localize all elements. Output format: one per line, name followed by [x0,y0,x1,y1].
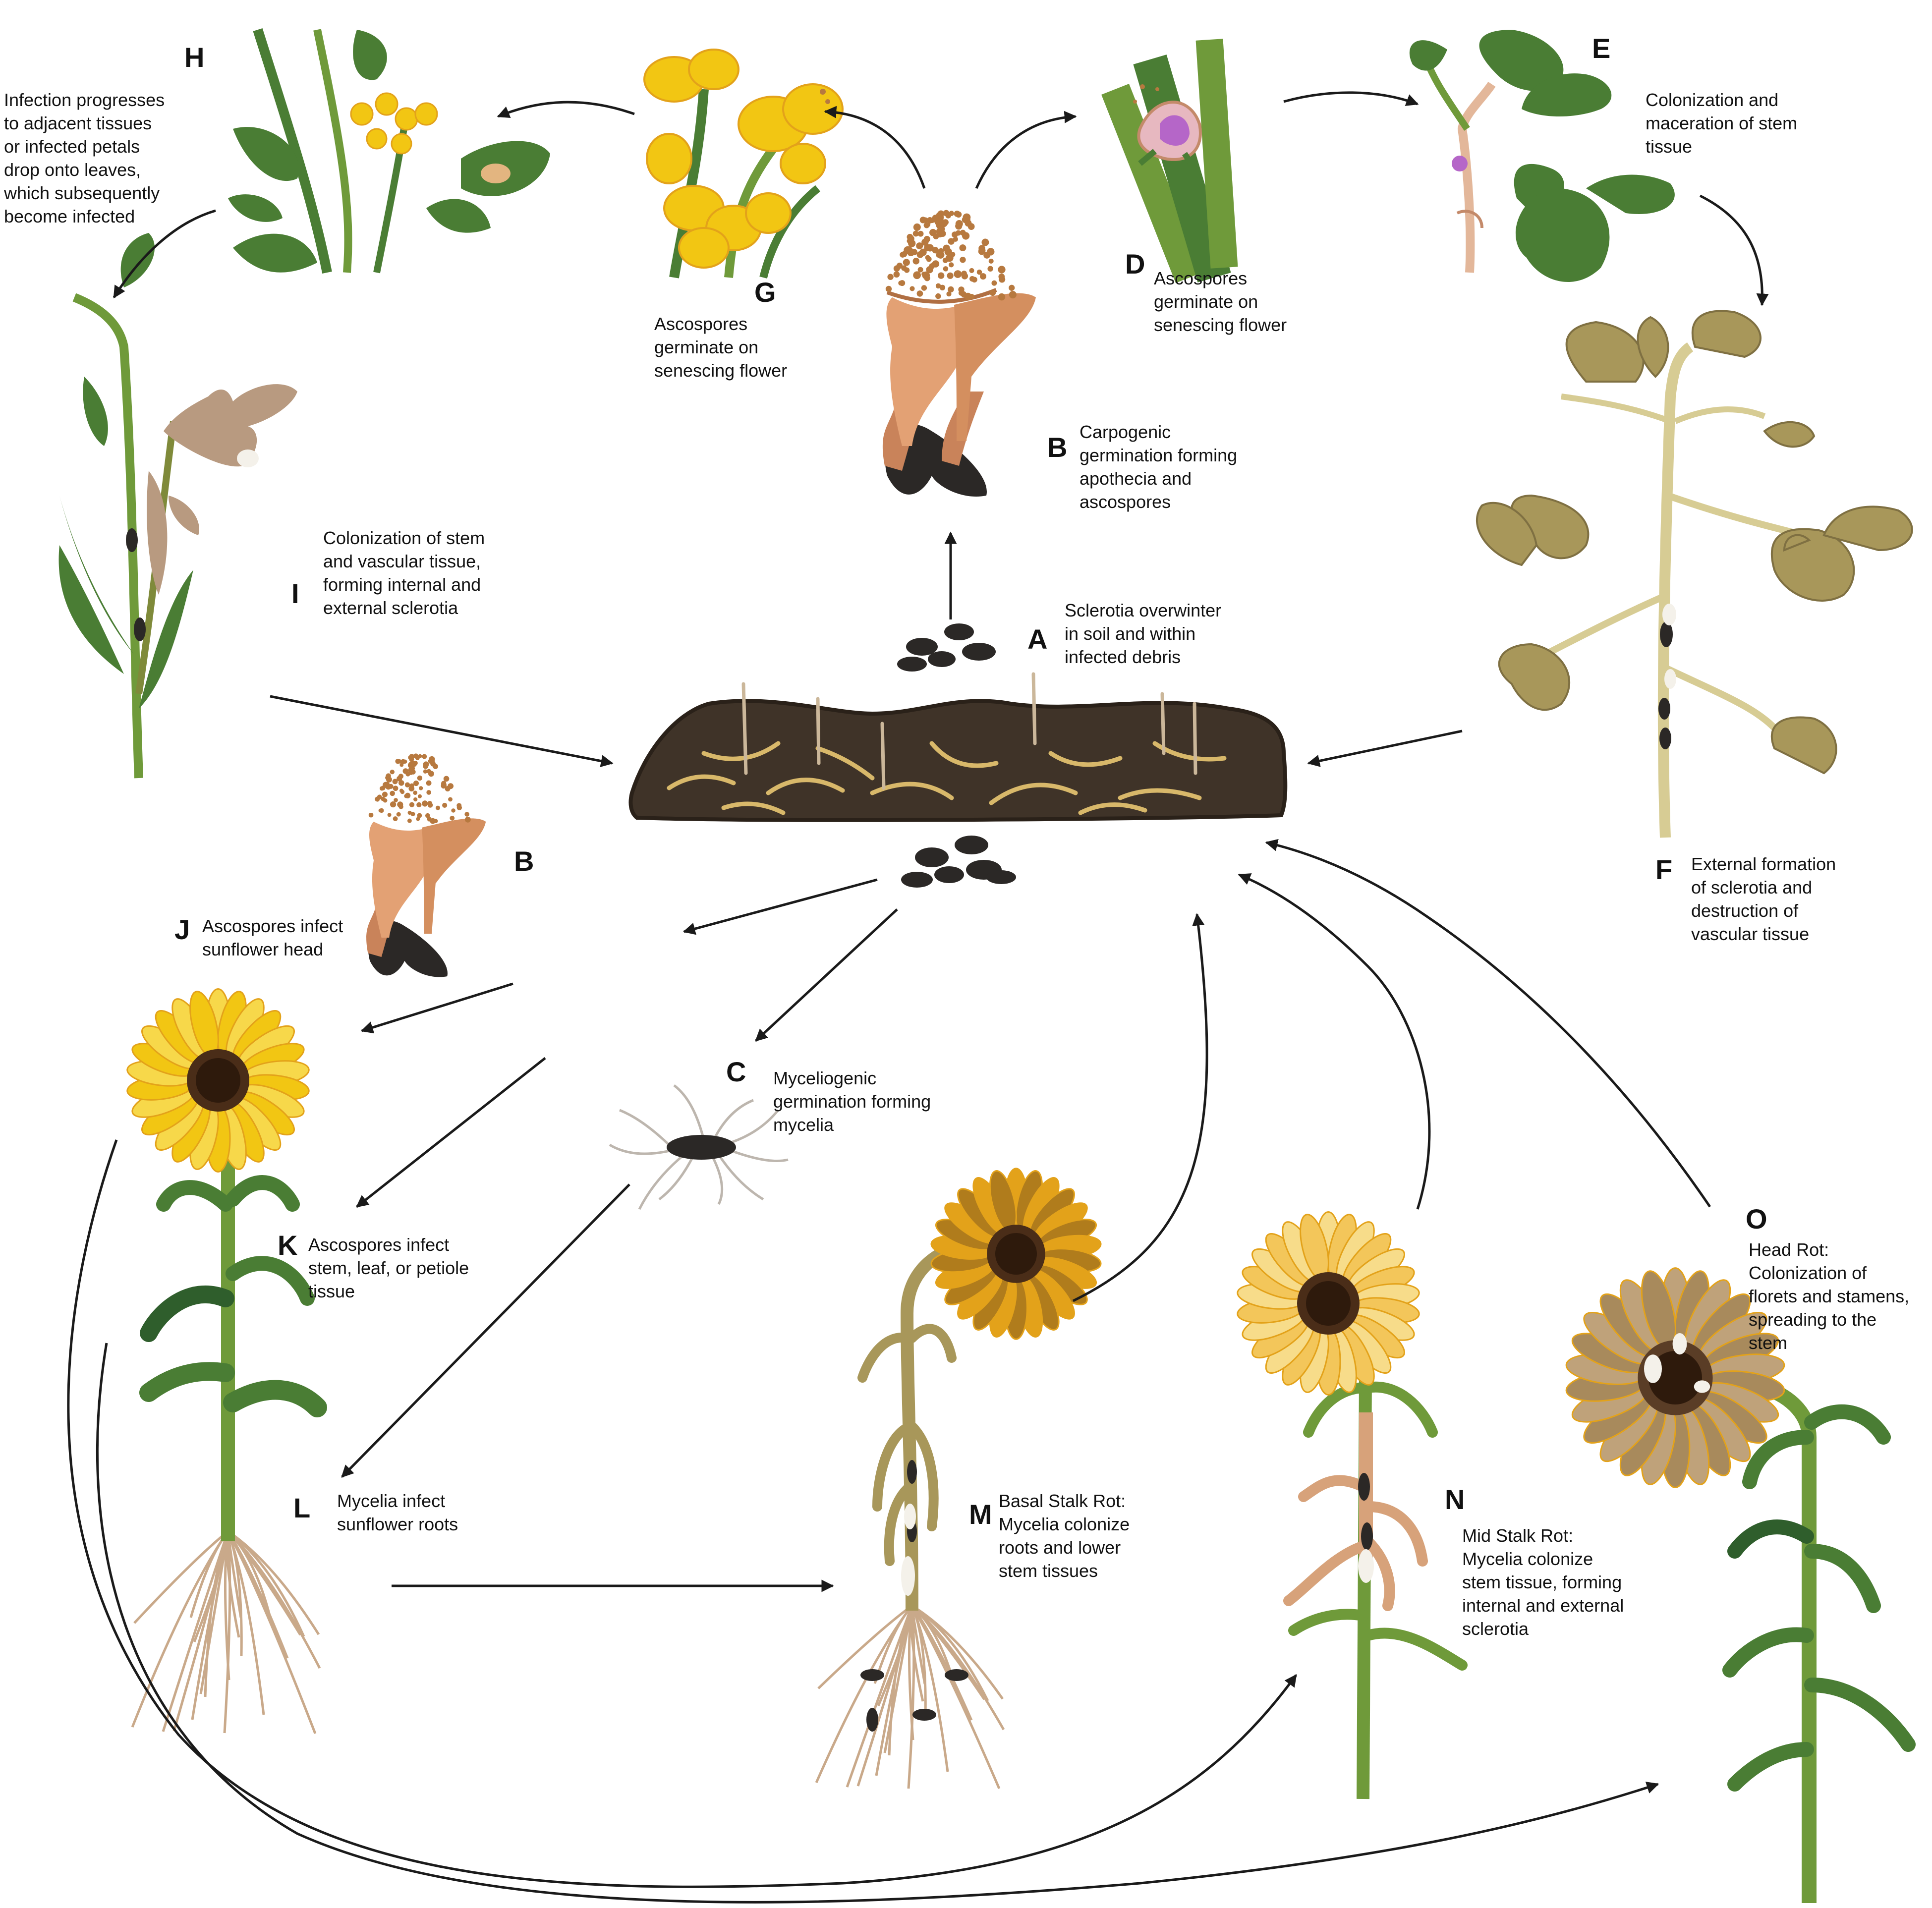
arrow-h-to-i [113,209,216,299]
node-caption-a: Sclerotia overwinter in soil and within … [1065,600,1222,667]
mid-rot-sunflower-icon [1237,1211,1468,1799]
soybean-flower-icon [1101,39,1238,283]
arrow-g-to-h [497,101,635,118]
node-caption-j: Ascospores infect sunflower head [202,916,343,959]
node-letter-m: M [969,1499,992,1530]
node-caption-h: Infection progresses to adjacent tissues… [4,90,165,226]
arrow-n-to-a [1238,873,1431,1210]
node-letter-b-lower: B [514,845,534,877]
arrow-b-to-k [356,1057,546,1208]
arrow-o-to-a [1265,839,1711,1208]
arrow-m-to-a [1072,913,1208,1302]
node-caption-b-top: Carpogenic germination forming apothecia… [1080,422,1238,512]
node-letter-e: E [1592,33,1611,64]
node-letter-i: I [291,578,299,609]
diseased-soybean-icon [1476,310,1913,838]
arrow-a-to-b-lower [682,878,878,935]
node-letter-c: C [726,1056,746,1087]
node-caption-m: Basal Stalk Rot: Mycelia colonize roots … [999,1491,1130,1581]
node-letter-k: K [278,1230,298,1261]
node-letter-a: A [1027,623,1048,655]
arrow-f-to-a [1307,730,1463,767]
apothecia-icon [366,753,486,977]
arrow-j-to-o [96,1343,1659,1904]
wilted-sunflower-icon [815,1168,1102,1789]
node-letter-o: O [1746,1203,1767,1235]
soybean-stem-icon [1409,30,1675,282]
node-letter-n: N [1445,1484,1465,1515]
node-caption-i: Colonization of stem and vascular tissue… [323,528,485,618]
canola-flower-icon [643,49,844,279]
cycle-arrows [67,91,1769,1904]
node-letter-b-top: B [1047,432,1068,463]
node-caption-d: Ascospores germinate on senescing flower [1154,268,1287,335]
diseased-canola-icon [58,233,297,779]
arrow-e-to-f [1699,194,1769,306]
node-caption-g: Ascospores germinate on senescing flower [654,314,788,381]
node-letter-g: G [754,277,776,308]
node-caption-f: External formation of sclerotia and dest… [1691,854,1836,944]
node-caption-l: Mycelia infect sunflower roots [337,1491,458,1534]
node-letter-h: H [184,42,205,73]
mycelia-icon [609,1084,789,1210]
arrow-k-to-n [67,1139,1298,1888]
node-caption-k: Ascospores infect stem, leaf, or petiole… [308,1235,469,1301]
node-caption-e: Colonization and maceration of stem tiss… [1646,90,1798,157]
arrow-b-to-d [975,111,1077,189]
node-letter-d: D [1125,248,1145,280]
node-caption-c: Myceliogenic germination forming mycelia [773,1068,931,1135]
node-letter-j: J [174,914,190,945]
arrow-a-to-c [755,908,898,1042]
canola-plant-icon [228,28,550,274]
soil-sclerotia-icon [628,623,1288,888]
node-caption-o: Head Rot: Colonization of florets and st… [1749,1239,1910,1353]
arrow-b-to-j [360,982,513,1034]
arrow-i-to-a [270,695,614,767]
node-letter-l: L [293,1492,311,1523]
apothecia-icon [882,210,1036,497]
arrow-b-to-g [824,106,926,189]
sunflower-icon [126,988,327,1734]
head-rot-sunflower-icon [1565,1267,1916,1903]
arrow-c-to-l [341,1183,630,1478]
node-caption-n: Mid Stalk Rot: Mycelia colonize stem tis… [1462,1525,1624,1639]
node-letter-f: F [1655,854,1673,885]
arrow-d-to-e [1283,91,1419,106]
